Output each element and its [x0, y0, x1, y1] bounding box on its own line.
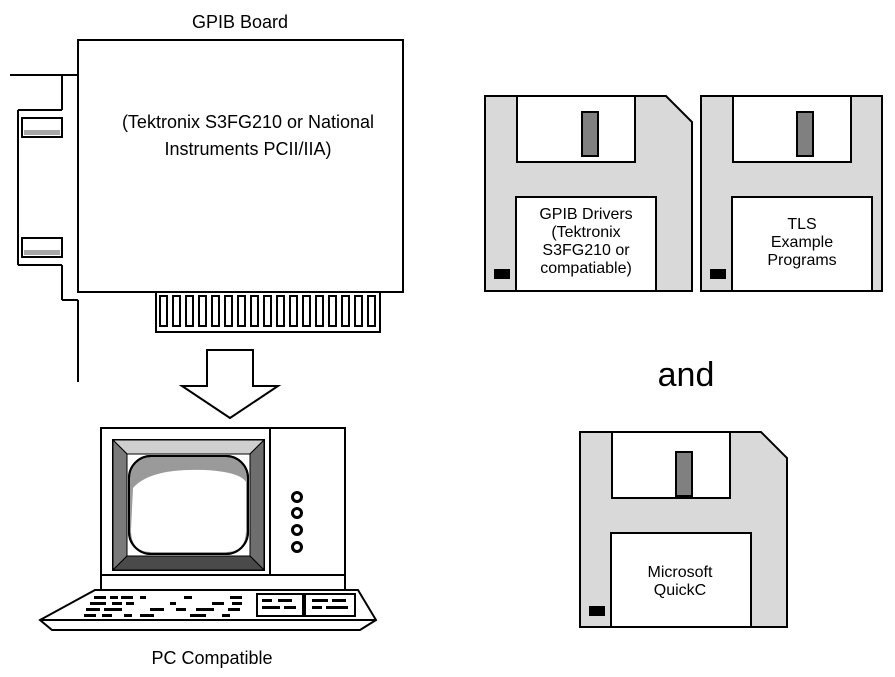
disk1-line3: S3FG210 or: [542, 242, 630, 259]
disk3-line1: Microsoft: [648, 564, 713, 581]
disk-shutter-window: [581, 111, 599, 157]
floppy-disk-quickc: Microsoft QuickC: [579, 431, 788, 628]
disk-shutter: [732, 95, 852, 163]
and-connector-text: and: [658, 356, 715, 394]
disk1-line2: (Tektronix: [551, 224, 620, 241]
disk-shutter: [516, 95, 636, 163]
gpib-board: GPIB Board (Tektronix S3FG210 or Nationa…: [10, 12, 404, 382]
bracket-connector-top: [21, 117, 63, 138]
bracket-connector-bottom: [21, 237, 63, 258]
disk2-line2: Example: [771, 234, 833, 251]
board-body: [77, 39, 404, 293]
write-protect-icon: [589, 606, 605, 616]
gpib-board-description-line2: Instruments PCII/IIA): [164, 139, 331, 159]
control-knobs-icon: [291, 491, 303, 553]
disk-shutter: [611, 431, 731, 499]
disk1-line1: GPIB Drivers: [539, 206, 632, 223]
gpib-board-description-line1: (Tektronix S3FG210 or National: [122, 112, 374, 132]
down-arrow-icon: [178, 349, 282, 420]
pc-computer: PC Compatible: [38, 427, 378, 668]
write-protect-icon: [710, 269, 726, 279]
disk1-line4: compatiable): [540, 260, 632, 277]
keyboard-keys-icon: [84, 596, 348, 617]
pc-label: PC Compatible: [151, 648, 272, 668]
disk2-line1: TLS: [787, 216, 816, 233]
write-protect-icon: [494, 269, 510, 279]
floppy-disk-gpib-drivers: GPIB Drivers (Tektronix S3FG210 or compa…: [484, 95, 693, 292]
disk-label: [515, 196, 657, 292]
floppy-disk-tls-examples: TLS Example Programs: [700, 95, 883, 292]
gpib-board-title: GPIB Board: [192, 12, 288, 32]
edge-connector: [155, 291, 381, 333]
disk-label: [610, 532, 752, 628]
disk2-line3: Programs: [767, 252, 836, 269]
disk-shutter-window: [675, 451, 693, 497]
disk3-line2: QuickC: [654, 582, 706, 599]
disk-shutter-window: [796, 111, 814, 157]
disk-label: [731, 196, 873, 292]
